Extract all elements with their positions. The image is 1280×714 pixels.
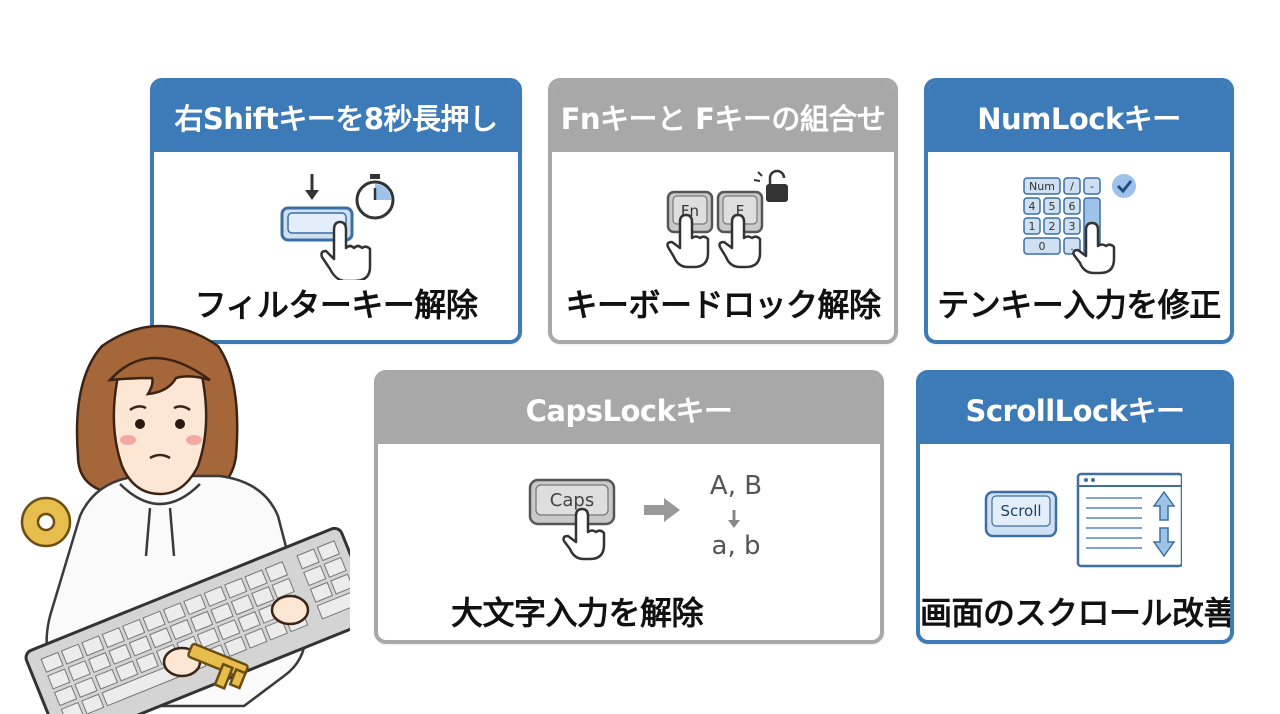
stopwatch-icon [355,174,395,220]
card-fn-combo-caption: キーボードロック解除 [565,286,881,324]
scroll-key-icon: Scroll [984,490,1058,538]
scrolllock-illustration: Scroll [984,472,1182,568]
svg-text:0: 0 [1039,240,1046,253]
pressing-hands-icon [666,213,762,269]
card-numlock-caption: テンキー入力を修正 [937,286,1221,324]
card-right-shift: 右Shiftキーを8秒長押し フィルターキー解除 [150,78,522,344]
caps-key-icon: Caps [528,478,616,526]
f-key-label: F [736,202,745,220]
card-fn-combo: Fnキーと Fキーの組合せ Fn F キーボードロック解除 [548,78,898,344]
card-numlock: NumLockキー Num / - 4 5 6 1 2 3 0 . [924,78,1234,344]
fn-combo-illustration: Fn F [666,169,788,269]
pressing-hand-icon [562,507,606,561]
lowercase-sample: a, b [712,531,761,561]
pressing-hand-icon [1072,221,1116,275]
scroll-key-label: Scroll [1000,502,1041,520]
card-fn-combo-title: Fnキーと Fキーの組合せ [552,82,894,152]
svg-text:-: - [1090,180,1094,193]
svg-text:/: / [1070,180,1074,193]
svg-text:6: 6 [1069,200,1076,213]
numpad-illustration: Num / - 4 5 6 1 2 3 0 . [1023,174,1136,275]
num-key-label: Num [1029,180,1055,193]
card-capslock-title: CapsLockキー [378,374,880,444]
down-arrow-small-icon [728,510,740,528]
uppercase-sample: A, B [710,471,762,501]
svg-text:4: 4 [1029,200,1036,213]
down-arrow-icon [305,174,319,200]
checkmark-icon [1112,174,1136,198]
girl-with-keyboard-illustration [20,324,350,714]
capslock-illustration: Caps A, B a, b [528,471,762,561]
shift-hold-illustration [280,174,395,280]
caps-key-label: Caps [550,490,594,511]
key-icon [20,496,72,548]
unlock-icon [753,169,788,202]
card-scrolllock: ScrollLockキー Scroll 画面のスクロール改善 [916,370,1234,644]
golden-key-icon [187,642,249,690]
card-capslock: CapsLockキー Caps A, B a, b 大文字入力を解除 [374,370,884,644]
svg-text:2: 2 [1049,220,1056,233]
pressing-hand-icon [320,220,372,280]
card-right-shift-title: 右Shiftキーを8秒長押し [154,82,518,152]
card-scrolllock-title: ScrollLockキー [920,374,1230,444]
svg-text:.: . [1070,240,1074,253]
card-right-shift-caption: フィルターキー解除 [194,286,478,324]
face [106,356,211,496]
svg-text:5: 5 [1049,200,1056,213]
svg-text:3: 3 [1069,220,1076,233]
right-arrow-icon [644,498,680,522]
card-scrolllock-caption: 画面のスクロール改善 [920,594,1234,632]
f-key-icon: F [716,190,764,234]
card-capslock-caption: 大文字入力を解除 [450,594,704,632]
card-numlock-title: NumLockキー [928,82,1230,152]
svg-text:1: 1 [1029,220,1036,233]
scroll-arrows-icon [1152,490,1176,558]
